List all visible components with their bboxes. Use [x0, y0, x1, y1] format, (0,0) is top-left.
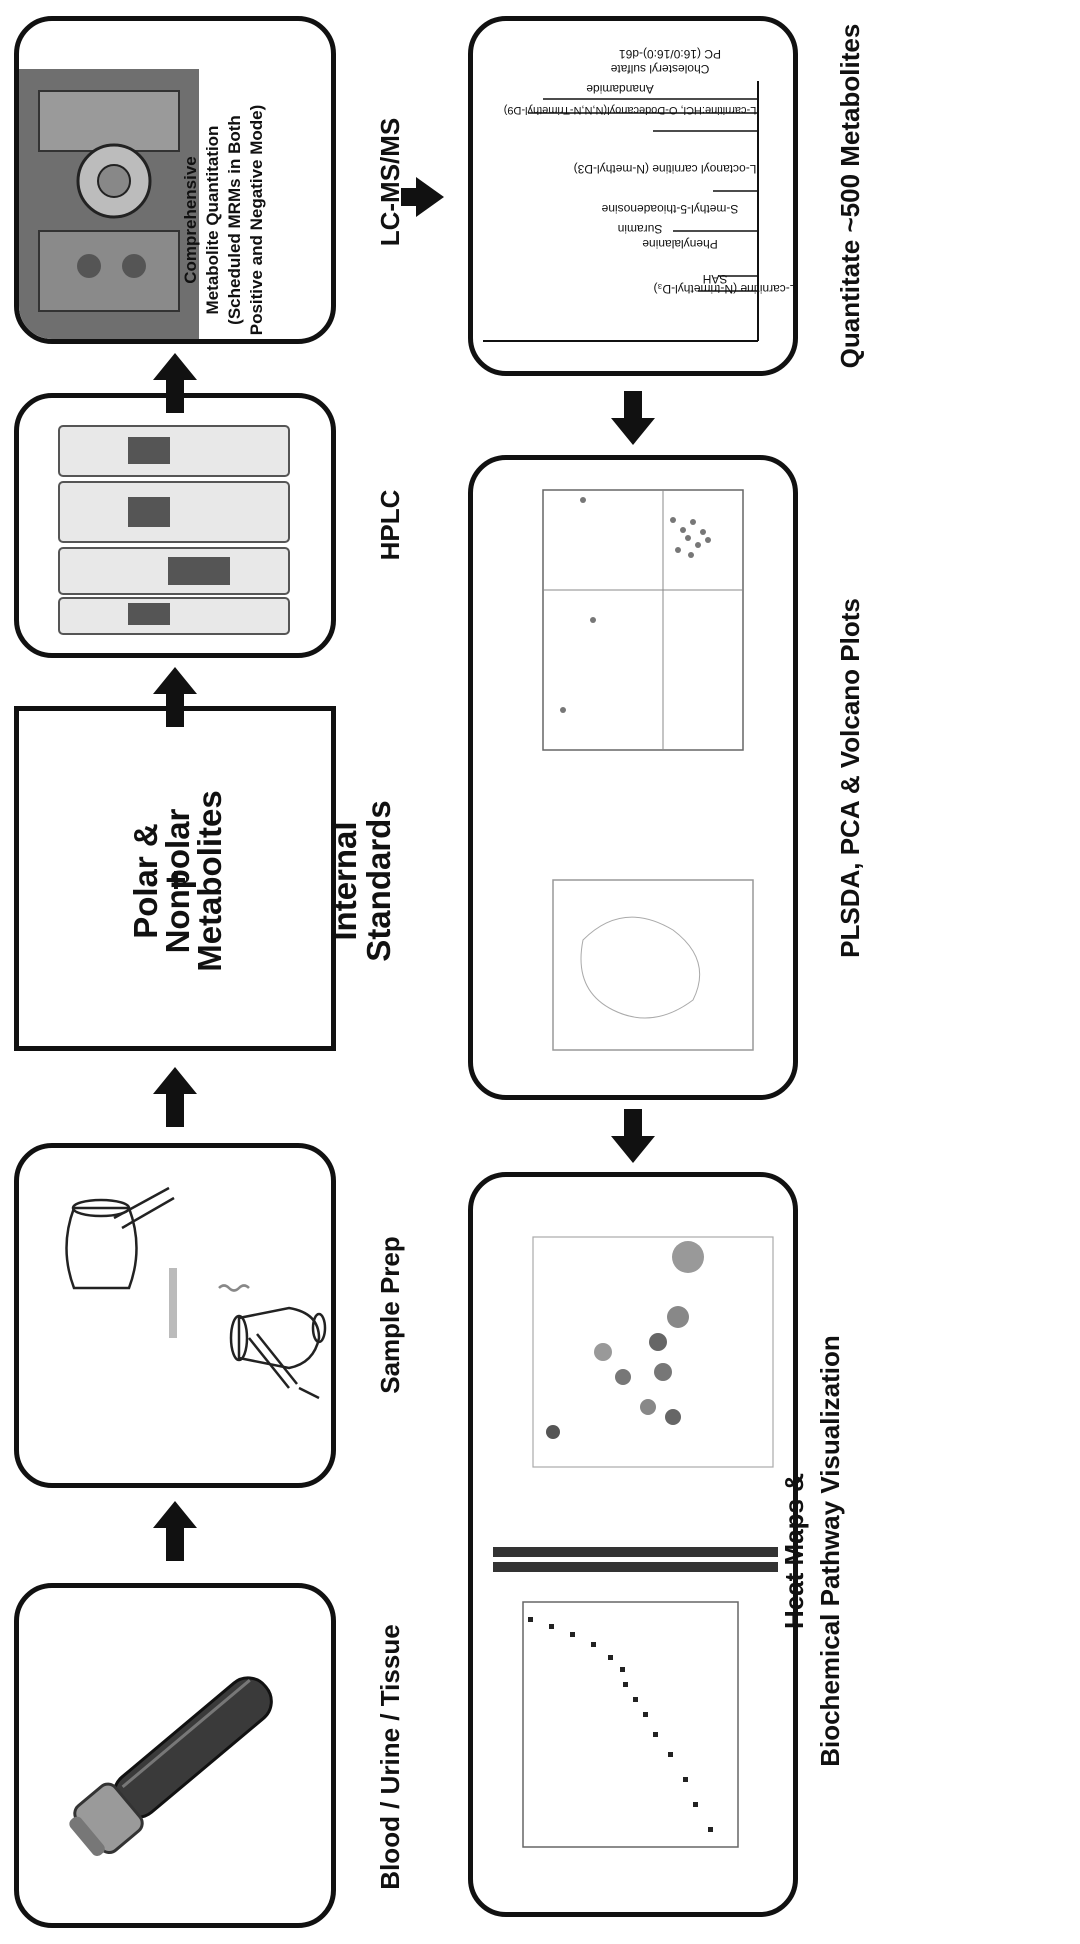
label-hplc: HPLC: [375, 489, 405, 561]
label-blood-urine-tissue: Blood / Urine / Tissue: [375, 1624, 405, 1890]
peak-label: Suramin: [617, 222, 663, 236]
peak-label: Phenylalanine: [642, 237, 718, 251]
label-heatmaps: Heat Maps & Biochemical Pathway Visualiz…: [776, 1335, 854, 1767]
lcms-desc-line-3: (Scheduled MRMs in Both: [225, 115, 244, 325]
plus-sign: +: [155, 869, 196, 891]
label-quantitate: Quantitate ~500 Metabolites: [835, 23, 865, 369]
arrow-down-icon: [611, 1109, 655, 1163]
peak-label: S-methyl-5-thioadenosine: [601, 202, 739, 216]
heatmaps-line-2: Biochemical Pathway Visualization: [815, 1335, 845, 1767]
label-plsda-pca-volcano: PLSDA, PCA & Volcano Plots: [835, 598, 865, 958]
peak-label: L-carnitine:HCl, O-Dodecanoyl(N,N,N-Trim…: [503, 104, 757, 116]
peak-label: Cholesteryl sulfate: [610, 62, 710, 76]
peak-label: PC (16:0/16:0)-d61: [618, 47, 722, 61]
peak-label: L-octanoyl carnitine (N-methyl-D3): [573, 162, 757, 176]
internal-standards-text: Internal Standards: [326, 698, 418, 1064]
arrow-up-icon: [153, 1501, 197, 1561]
sample-prep-illustration: [65, 1186, 327, 1400]
label-sample-prep: Sample Prep: [375, 1236, 405, 1394]
step-box-hplc: [14, 393, 336, 658]
arrow-up-icon: [153, 1067, 197, 1127]
metabolites-line-3: Metabolites: [191, 790, 228, 972]
heatmaps-line-1: Heat Maps &: [779, 1472, 809, 1630]
step-box-sample-source: [14, 1583, 336, 1928]
arrow-right-icon: [401, 177, 444, 217]
blood-tube-icon: [69, 1676, 273, 1856]
arrow-up-icon: [153, 667, 197, 727]
chromatogram-chart: [483, 81, 759, 342]
hplc-instrument-illustration: [58, 425, 290, 635]
lcms-desc-line-1: Comprehensive: [181, 156, 200, 284]
pca-and-volcano-plots: [542, 489, 754, 1051]
step-box-lcms: [14, 16, 336, 344]
vip-and-pathway-plots: [493, 1236, 778, 1848]
lcms-desc-line-2: Metabolite Quantitation: [203, 125, 222, 315]
peak-label: Anandamide: [586, 82, 654, 96]
step-box-metabolites: [14, 706, 336, 1051]
step-box-sample-prep: [14, 1143, 336, 1488]
result-box-quantitation: [468, 16, 798, 376]
lcms-description: Comprehensive Metabolite Quantitation (S…: [180, 70, 300, 370]
standards-line-1: Internal: [326, 821, 363, 941]
arrow-up-icon: [153, 353, 197, 413]
result-box-heatmaps: [468, 1172, 798, 1917]
standards-line-2: Standards: [360, 800, 397, 962]
result-box-statistics: [468, 455, 798, 1100]
peak-label: SAH: [702, 272, 728, 286]
lcms-desc-line-4: Positive and Negative Mode): [247, 104, 266, 336]
mass-spectrometer-photo: [19, 69, 199, 339]
arrow-down-icon: [611, 391, 655, 445]
